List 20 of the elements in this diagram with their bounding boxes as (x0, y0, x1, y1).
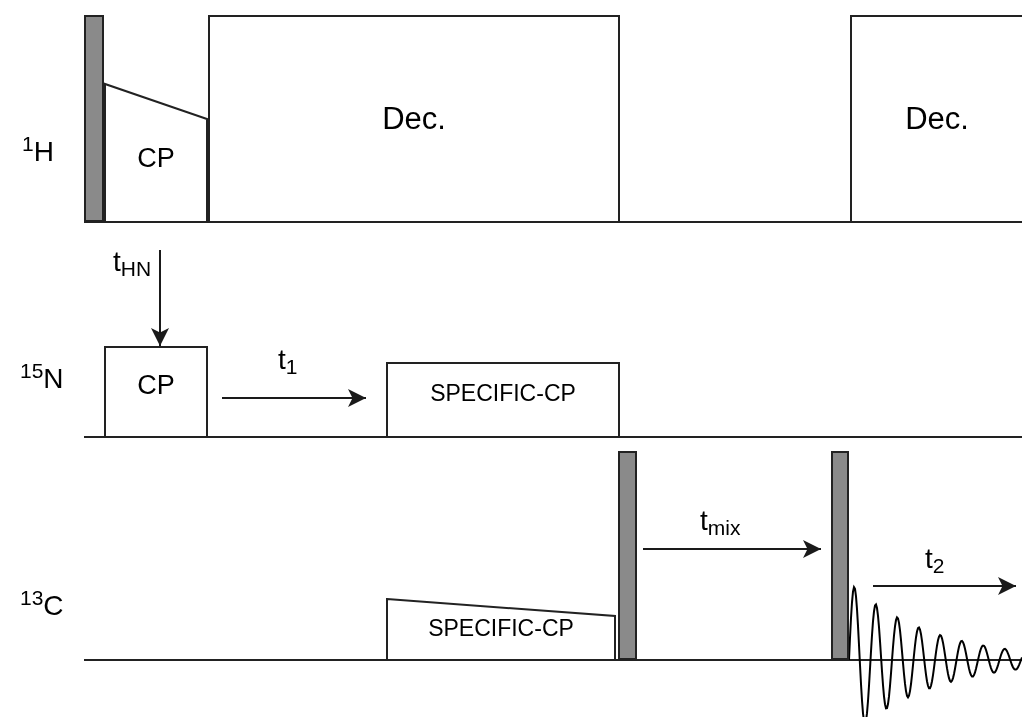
arrow (151, 249, 169, 347)
pulse-box (386, 362, 620, 437)
decoupling-box (850, 15, 1022, 222)
pulse-bar (831, 451, 849, 660)
pulse-label: Dec. (905, 103, 969, 134)
nucleus-label: $^{15}$N (20, 365, 64, 393)
pulse-label: SPECIFIC-CP (430, 382, 576, 405)
arrow (872, 577, 1017, 595)
ramp-pulse (386, 598, 616, 660)
arrow (642, 540, 822, 558)
pulse-label: Dec. (382, 103, 446, 134)
pulse-bar (84, 15, 104, 222)
arrow (221, 389, 367, 407)
pulse-label: CP (137, 145, 175, 172)
nucleus-label: $^{1}$H (22, 138, 54, 166)
nucleus-label: $^{13}$C (20, 592, 64, 620)
pulse-label: SPECIFIC-CP (428, 617, 574, 640)
pulse-box (104, 346, 208, 437)
pulse-bar (618, 451, 637, 660)
pulse-label: CP (137, 372, 175, 399)
